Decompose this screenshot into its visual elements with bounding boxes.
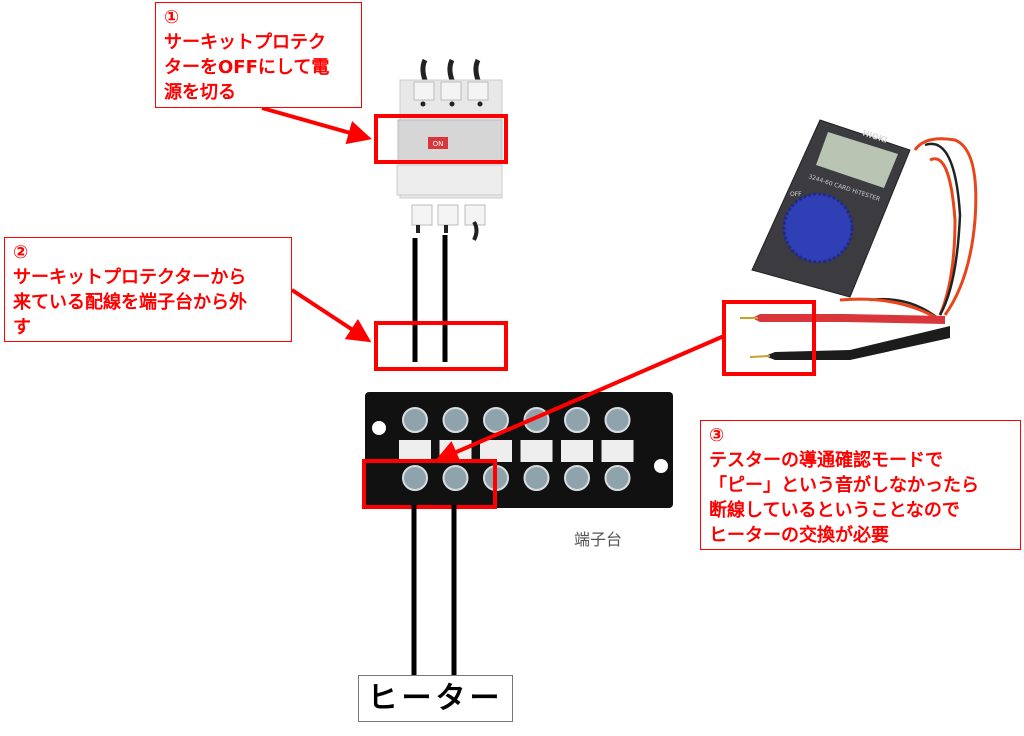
terminal-screw [402,407,428,433]
terminal-screw [604,465,631,491]
terminal-label-strip [520,440,553,462]
callout-line: 来ている配線を端子台から外 [13,292,247,313]
terminal-screw [564,465,590,491]
terminal-label-strip [480,440,512,462]
callout-line: サーキットプロテクターから [13,267,247,288]
callout-step-3: ③ テスターの導通確認モードで 「ピー」という音がしなかったら 断線しているとい… [700,420,1021,550]
callout-step-2: ② サーキットプロテクターから 来ている配線を端子台から外 す [4,237,292,342]
terminal-screw [604,407,631,433]
terminal-screw [402,465,428,491]
terminal-label-strip [399,440,431,462]
terminal-screw [442,465,469,491]
arrow-1 [261,106,372,145]
highlight-terminals [362,459,497,509]
terminal-screw [523,465,550,491]
terminal-block [365,392,673,508]
highlight-breaker-switch [374,114,508,164]
callout-line: 断線しているということなので [709,500,960,521]
terminal-block-label: 端子台 [574,530,623,549]
terminal-screw [442,407,469,433]
terminal-label-strip [601,440,634,462]
breaker-switch-label: ON [433,140,444,148]
callout-line: ターをOFFにして電 [164,57,330,78]
callout-line: 源を切る [164,82,236,103]
callout-line: ヒーターの交換が必要 [709,525,889,546]
arrow-2 [290,288,372,343]
highlight-wire-ends [374,321,508,371]
step-number: ② [13,242,29,263]
callout-line: 「ピー」という音がしなかったら [709,475,979,496]
tester-dial [782,192,854,264]
tester-off-label: OFF [790,191,802,198]
terminal-screw [564,407,590,433]
heater-box: ヒーター [358,675,513,722]
step-number: ③ [709,425,725,446]
highlight-probes [722,300,816,376]
tester: HIOKI 3244-60 CARD HiTESTER OFF [740,119,978,360]
terminal-screw [483,407,509,433]
circuit-protector: ON [396,58,503,241]
callout-line: す [13,317,31,338]
terminal-label-strip [561,440,593,462]
callout-step-1: ① サーキットプロテク ターをOFFにして電 源を切る [155,2,362,108]
callout-line: サーキットプロテク [164,32,326,53]
step-number: ① [164,7,180,28]
arrow-3 [434,334,725,464]
callout-line: テスターの導通確認モードで [709,450,943,471]
